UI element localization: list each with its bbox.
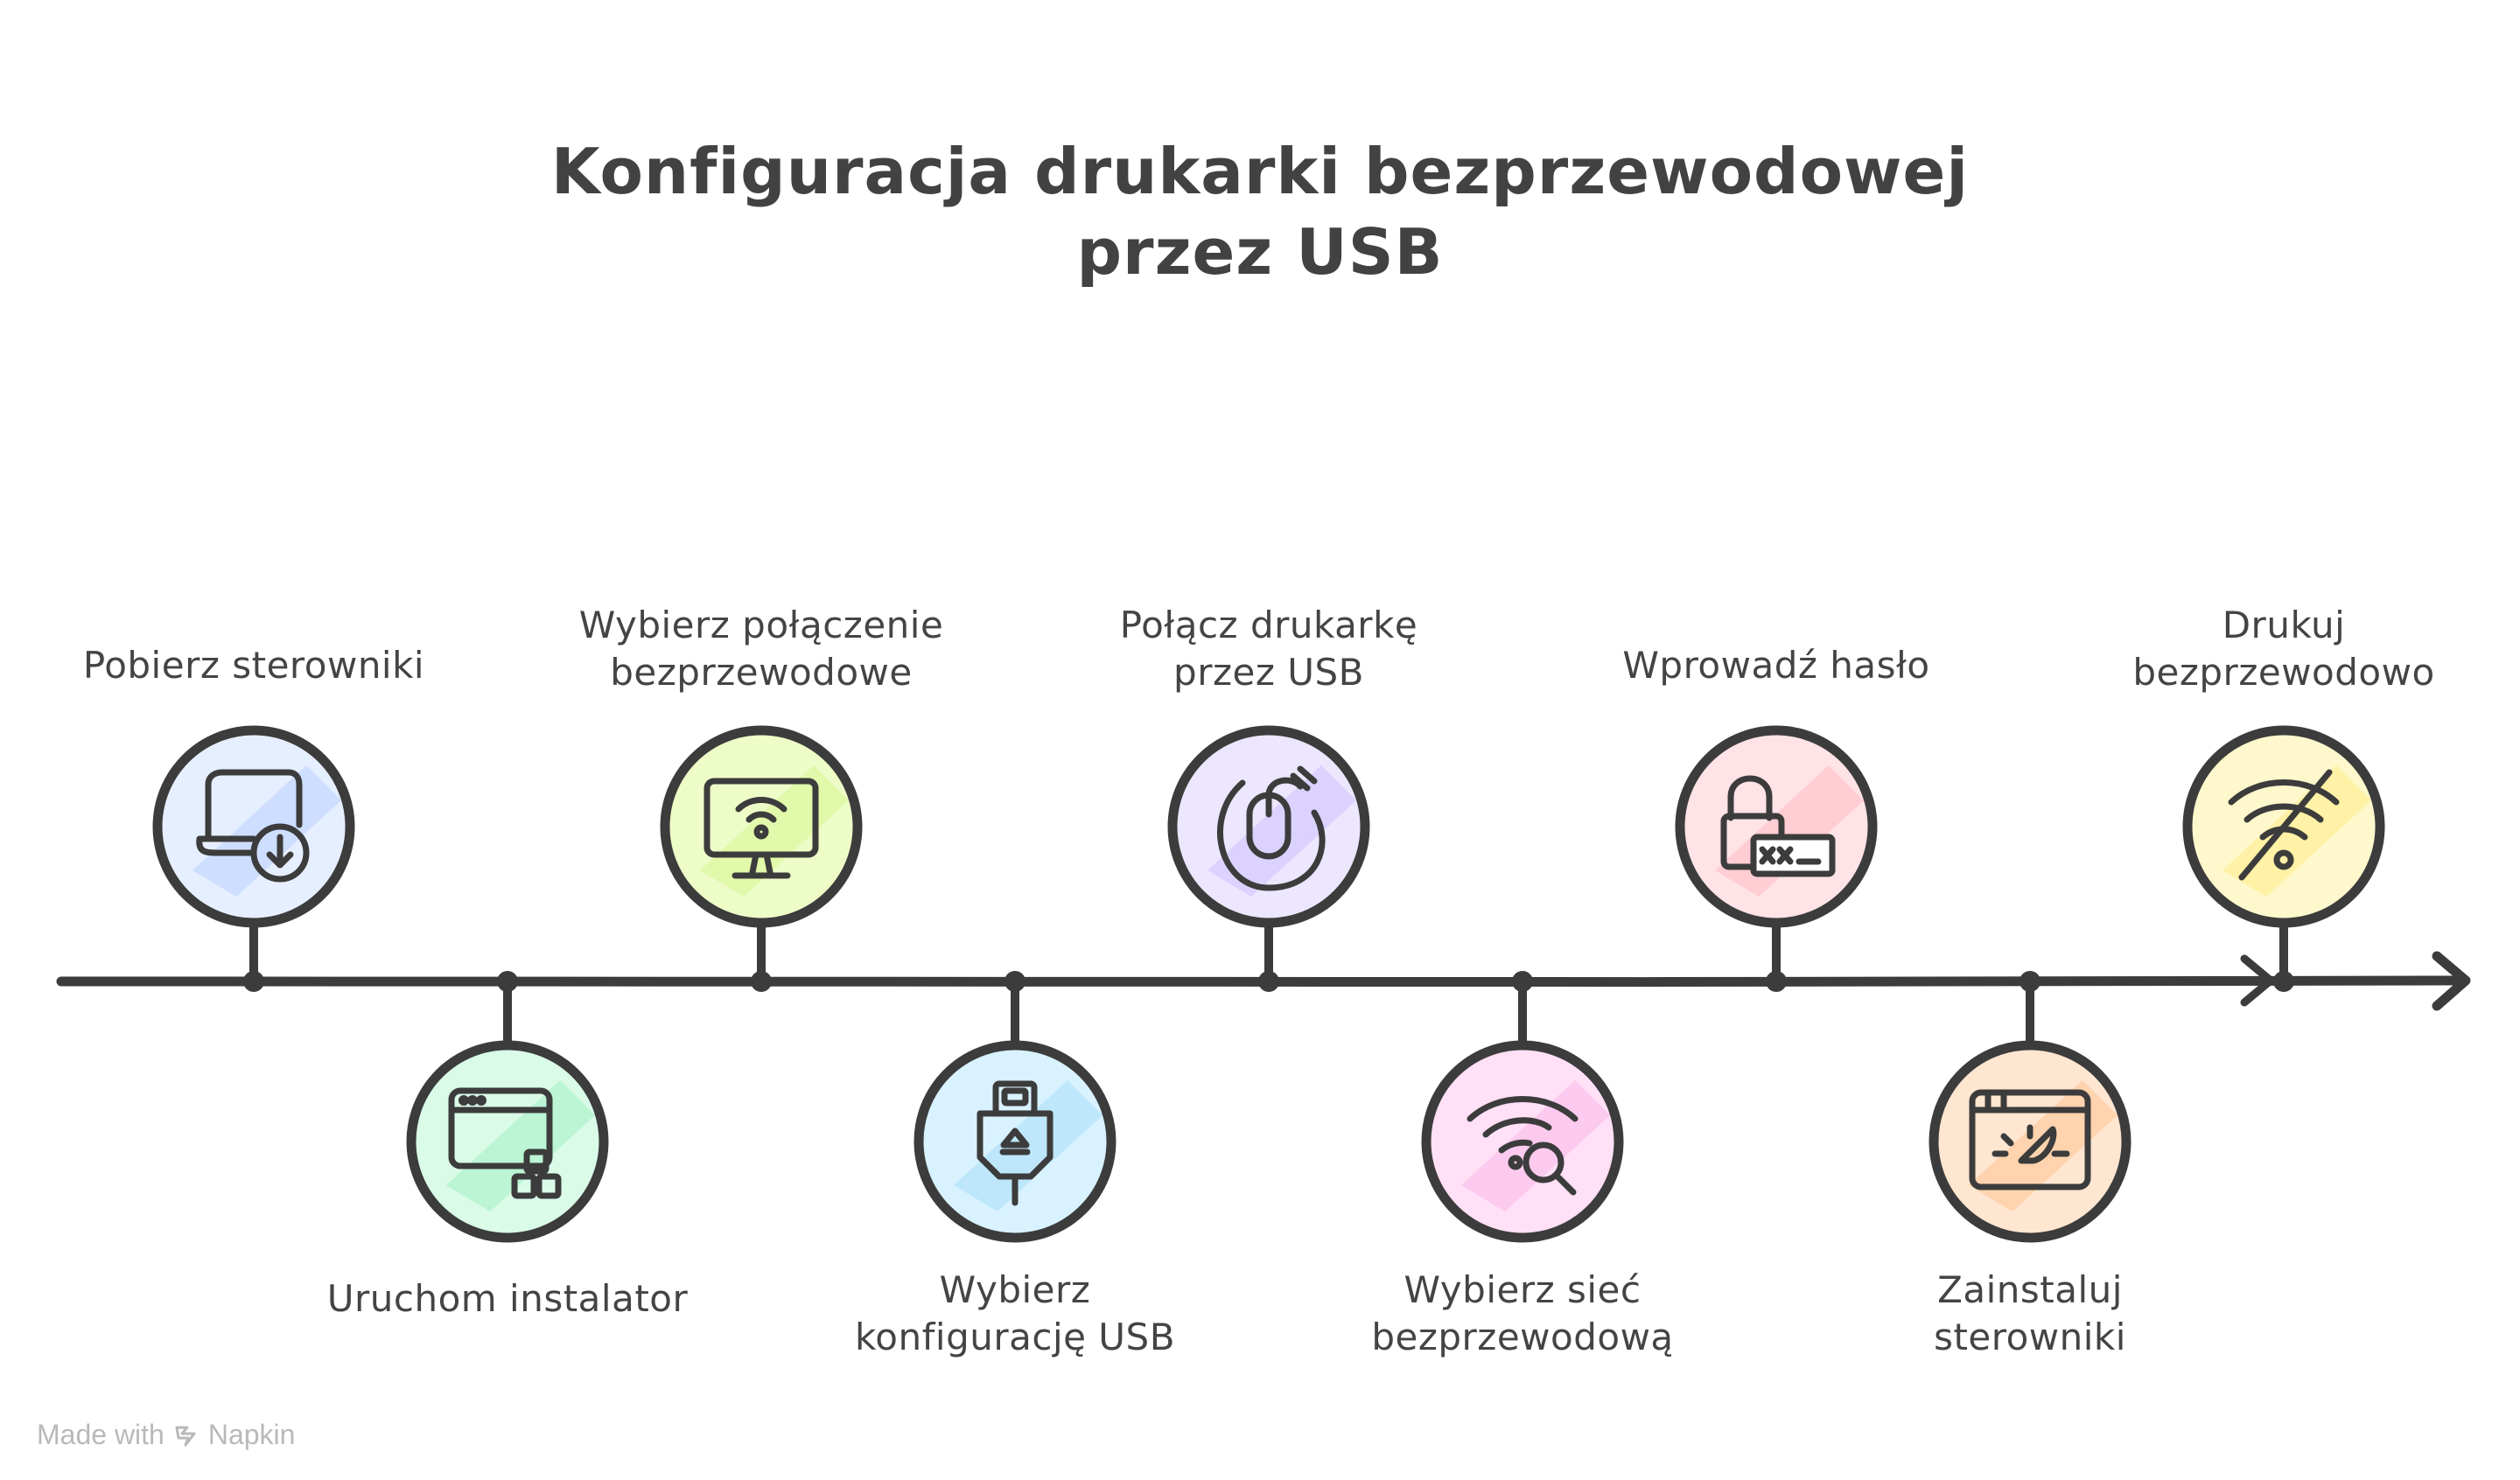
timeline-chevron	[2240, 954, 2275, 1007]
step-node	[152, 725, 355, 928]
step-node-accent	[446, 1080, 595, 1211]
timeline-dot	[1004, 971, 1026, 992]
step-node-accent	[1208, 765, 1356, 897]
watermark: Made with Napkin	[37, 1419, 295, 1451]
step-label: Uruchom instalator	[280, 1275, 735, 1323]
step-label-line-2: przez USB	[1173, 651, 1364, 694]
step-node-ring	[2182, 725, 2385, 928]
step-node-ring	[406, 1040, 609, 1243]
title-line-2: przez USB	[1076, 215, 1444, 289]
step-label: Pobierz sterowniki	[26, 642, 481, 689]
step-label-line-1: Połącz drukarkę	[1119, 604, 1418, 646]
step-label-line-2: bezprzewodową	[1371, 1316, 1674, 1358]
step-label-line-1: Pobierz sterowniki	[82, 644, 425, 687]
step-label: Połącz drukarkę przez USB	[1041, 602, 1496, 696]
step-node-ring	[1421, 1040, 1624, 1243]
step-node	[1928, 1040, 2132, 1243]
step-label-line-1: Uruchom instalator	[326, 1277, 689, 1320]
step-node-ring	[1675, 725, 1878, 928]
wireless-monitor-icon	[704, 778, 819, 879]
step-label-line-1: Wybierz sieć	[1404, 1268, 1642, 1311]
napkin-logo-icon	[175, 1426, 196, 1446]
step-label: Wybierz sieć bezprzewodową	[1295, 1267, 1750, 1361]
step-node	[660, 725, 863, 928]
timeline-axis-line	[56, 975, 2468, 988]
laptop-download-icon	[196, 769, 310, 883]
step-label: Zainstaluj sterowniki	[1802, 1267, 2258, 1361]
watermark-brand: Napkin	[207, 1419, 296, 1450]
wifi-search-icon	[1466, 1096, 1578, 1196]
timeline-dot	[243, 971, 264, 992]
step-node	[2182, 725, 2385, 928]
step-label-line-1: Wybierz	[939, 1268, 1091, 1311]
step-label-line-2: bezprzewodowo	[2132, 651, 2435, 694]
timeline-axis	[56, 951, 2471, 1011]
usb-plug-icon	[976, 1080, 1054, 1206]
step-node	[1167, 725, 1370, 928]
lock-password-icon	[1720, 775, 1836, 877]
title-line-1: Konfiguracja drukarki bezprzewodowej	[550, 135, 1970, 208]
timeline-dot	[2020, 971, 2040, 992]
step-node-ring	[914, 1040, 1116, 1243]
step-label-line-2: konfigurację USB	[854, 1316, 1176, 1358]
step-label-line-1: Wprowadź hasło	[1622, 644, 1930, 687]
step-label-line-1: Wybierz połączenie	[578, 604, 944, 646]
step-label-line-1: Drukuj	[2222, 604, 2346, 646]
timeline-dot	[2273, 971, 2294, 992]
watermark-made-with: Made with	[37, 1419, 164, 1450]
timeline-dot	[1258, 971, 1279, 992]
step-label: Wprowadź hasło	[1549, 642, 2004, 689]
step-node	[1421, 1040, 1624, 1243]
step-node-ring	[152, 725, 355, 928]
step-node-ring	[1167, 725, 1370, 928]
diagram-title: Konfiguracja drukarki bezprzewodowej prz…	[0, 131, 2520, 292]
step-node	[914, 1040, 1116, 1243]
step-node	[1675, 725, 1878, 928]
install-progress-window-icon	[1969, 1089, 2091, 1190]
step-label-line-2: sterowniki	[1934, 1316, 2126, 1358]
step-label: Drukuj bezprzewodowo	[2056, 602, 2511, 696]
step-label: Wybierz połączenie bezprzewodowe	[534, 602, 989, 696]
timeline-dot	[751, 971, 772, 992]
timeline-dot	[1766, 971, 1787, 992]
mouse-cable-icon	[1217, 765, 1326, 891]
step-node-accent	[700, 765, 849, 897]
wifi-off-icon	[2228, 769, 2340, 881]
installer-window-icon	[448, 1087, 562, 1199]
step-label-line-2: bezprzewodowe	[610, 651, 913, 694]
step-node-ring	[660, 725, 863, 928]
step-connectors	[243, 918, 2294, 1050]
timeline-arrow-head	[2432, 951, 2471, 1011]
step-label: Wybierz konfigurację USB	[788, 1267, 1242, 1361]
timeline-dot	[497, 971, 518, 992]
step-label-line-1: Zainstaluj	[1937, 1268, 2123, 1311]
step-nodes	[152, 725, 2385, 1243]
step-node	[406, 1040, 609, 1243]
step-node-ring	[1928, 1040, 2132, 1243]
timeline-dot	[1512, 971, 1533, 992]
